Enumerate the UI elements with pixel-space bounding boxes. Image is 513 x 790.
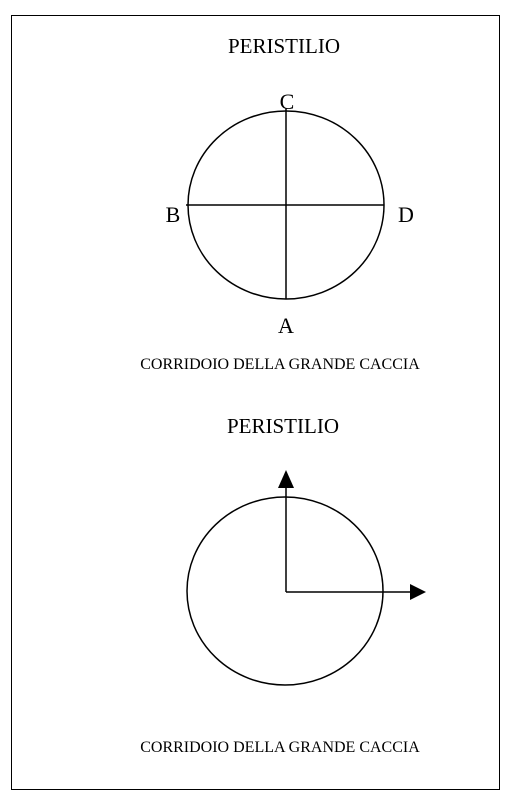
bottom-caption: CORRIDOIO DELLA GRANDE CACCIA xyxy=(140,739,420,756)
point-label-c: C xyxy=(280,89,295,114)
point-label-a: A xyxy=(278,313,294,338)
arrow-right-icon xyxy=(410,584,426,600)
bottom-circle xyxy=(186,496,384,686)
top-diagram: PERISTILIO C B D A CORRIDOIO DELLA GRAND… xyxy=(140,34,420,373)
bottom-title: PERISTILIO xyxy=(227,414,339,438)
point-label-d: D xyxy=(398,202,414,227)
point-label-b: B xyxy=(166,202,181,227)
top-caption: CORRIDOIO DELLA GRANDE CACCIA xyxy=(140,356,420,373)
top-title: PERISTILIO xyxy=(228,34,340,58)
bottom-diagram: PERISTILIO CORRIDOIO DELLA GRANDE CACCIA xyxy=(140,414,426,756)
arrow-up-icon xyxy=(278,470,294,488)
